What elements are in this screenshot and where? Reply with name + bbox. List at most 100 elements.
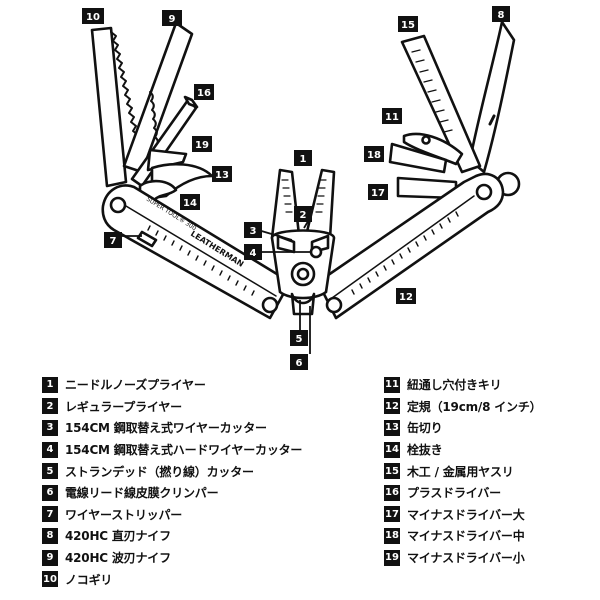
legend-number-badge: 2 [42, 398, 58, 415]
legend-item-16: 16 プラスドライバー [384, 482, 541, 504]
left-handle-inner [125, 205, 277, 297]
legend-label: 定規（19cm/8 インチ） [407, 399, 542, 414]
callout-9: 9 [162, 10, 182, 26]
phillips-tip [183, 95, 199, 109]
callout-10: 10 [82, 8, 104, 24]
plier-grip-left [281, 179, 293, 213]
legend-label: ノコギリ [65, 572, 113, 587]
svg-text:6: 6 [296, 358, 303, 369]
knife-hole [488, 114, 496, 126]
crimper [290, 292, 316, 316]
svg-text:3: 3 [250, 226, 257, 237]
legend-number-badge: 13 [384, 419, 400, 436]
callout-3: 3 [244, 222, 262, 238]
right-handle-ruler [351, 211, 459, 295]
callout-16: 16 [194, 84, 214, 100]
callout-12: 12 [396, 288, 416, 304]
legend-number-badge: 6 [42, 484, 58, 501]
legend-item-7: 7 ワイヤーストリッパー [42, 504, 302, 526]
saw-blade [90, 26, 128, 188]
svg-text:13: 13 [215, 170, 229, 181]
callout-7: 7 [104, 232, 122, 248]
legend-number-badge: 7 [42, 506, 58, 523]
straight-knife [468, 20, 516, 174]
plier-grip-right [315, 179, 327, 213]
svg-text:15: 15 [401, 20, 415, 31]
file-teeth [411, 49, 453, 133]
leader-3 [257, 229, 293, 241]
left-handle-pivot [109, 196, 127, 214]
left-handle-rivet [261, 296, 279, 314]
svg-text:10: 10 [86, 12, 100, 23]
file-tool [400, 34, 482, 174]
awl [402, 132, 464, 166]
legend-number-badge: 5 [42, 463, 58, 480]
legend-number-badge: 9 [42, 549, 58, 566]
callout-19: 19 [192, 136, 212, 152]
svg-text:4: 4 [250, 248, 257, 259]
svg-text:12: 12 [399, 292, 413, 303]
svg-text:5: 5 [296, 334, 303, 345]
left-handle-ruler [147, 225, 255, 296]
legend-label: 缶切り [407, 421, 443, 436]
right-handle-inner [331, 195, 475, 299]
legend-number-badge: 14 [384, 441, 400, 458]
right-handle-rivet [325, 296, 343, 314]
callout-17: 17 [368, 184, 388, 200]
callout-18: 18 [364, 146, 384, 162]
legend-label: ワイヤーストリッパー [65, 507, 183, 522]
right-handle [316, 172, 505, 320]
legend-number-badge: 18 [384, 527, 400, 544]
legend-number-badge: 11 [384, 376, 400, 393]
callout-1: 1 [294, 150, 312, 166]
svg-text:8: 8 [498, 10, 505, 21]
svg-text:2: 2 [300, 210, 307, 221]
legend-label: 電線リード線皮膜クリンパー [65, 486, 219, 501]
legend-number-badge: 8 [42, 527, 58, 544]
svg-text:16: 16 [197, 88, 211, 99]
legend-item-2: 2 レギュラープライヤー [42, 396, 302, 418]
svg-text:9: 9 [169, 14, 176, 25]
legend-label: ストランデッド（撚り線）カッター [65, 464, 254, 479]
legend-item-8: 8 420HC 直刃ナイフ [42, 525, 302, 547]
legend-label: ニードルノーズプライヤー [65, 378, 206, 393]
callout-11: 11 [382, 108, 402, 124]
callout-4: 4 [244, 244, 262, 260]
legend-item-5: 5 ストランデッド（撚り線）カッター [42, 460, 302, 482]
legend-number-badge: 15 [384, 463, 400, 480]
legend-label: マイナスドライバー小 [407, 551, 525, 566]
legend-item-9: 9 420HC 波刃ナイフ [42, 547, 302, 569]
legend-label: 420HC 波刃ナイフ [65, 551, 171, 566]
callout-15: 15 [398, 16, 418, 32]
hard-wire-cutter-screw [309, 245, 323, 259]
callout-6: 6 [290, 354, 308, 370]
legend-label: レギュラープライヤー [65, 399, 182, 414]
svg-text:7: 7 [110, 236, 117, 247]
legend-number-badge: 10 [42, 571, 58, 588]
legend-label: 420HC 直刃ナイフ [65, 529, 171, 544]
legend-label: プラスドライバー [407, 486, 501, 501]
svg-text:18: 18 [367, 150, 381, 161]
svg-text:14: 14 [183, 198, 197, 209]
callout-5: 5 [290, 330, 308, 346]
svg-text:11: 11 [385, 112, 399, 123]
legend-label: 154CM 鋼取替え式ワイヤーカッター [65, 421, 267, 436]
legend-item-13: 13 缶切り [384, 417, 541, 439]
legend-number-badge: 16 [384, 484, 400, 501]
multitool-diagram: LEATHERMAN SUPER TOOL® 300 10 9 16 19 13… [82, 6, 521, 370]
callout-8: 8 [492, 6, 510, 22]
legend-number-badge: 19 [384, 549, 400, 566]
svg-text:19: 19 [195, 140, 209, 151]
plier-pivot-inner [296, 267, 310, 281]
legend-number-badge: 4 [42, 441, 58, 458]
callout-2: 2 [294, 206, 312, 222]
left-handle [101, 184, 292, 320]
